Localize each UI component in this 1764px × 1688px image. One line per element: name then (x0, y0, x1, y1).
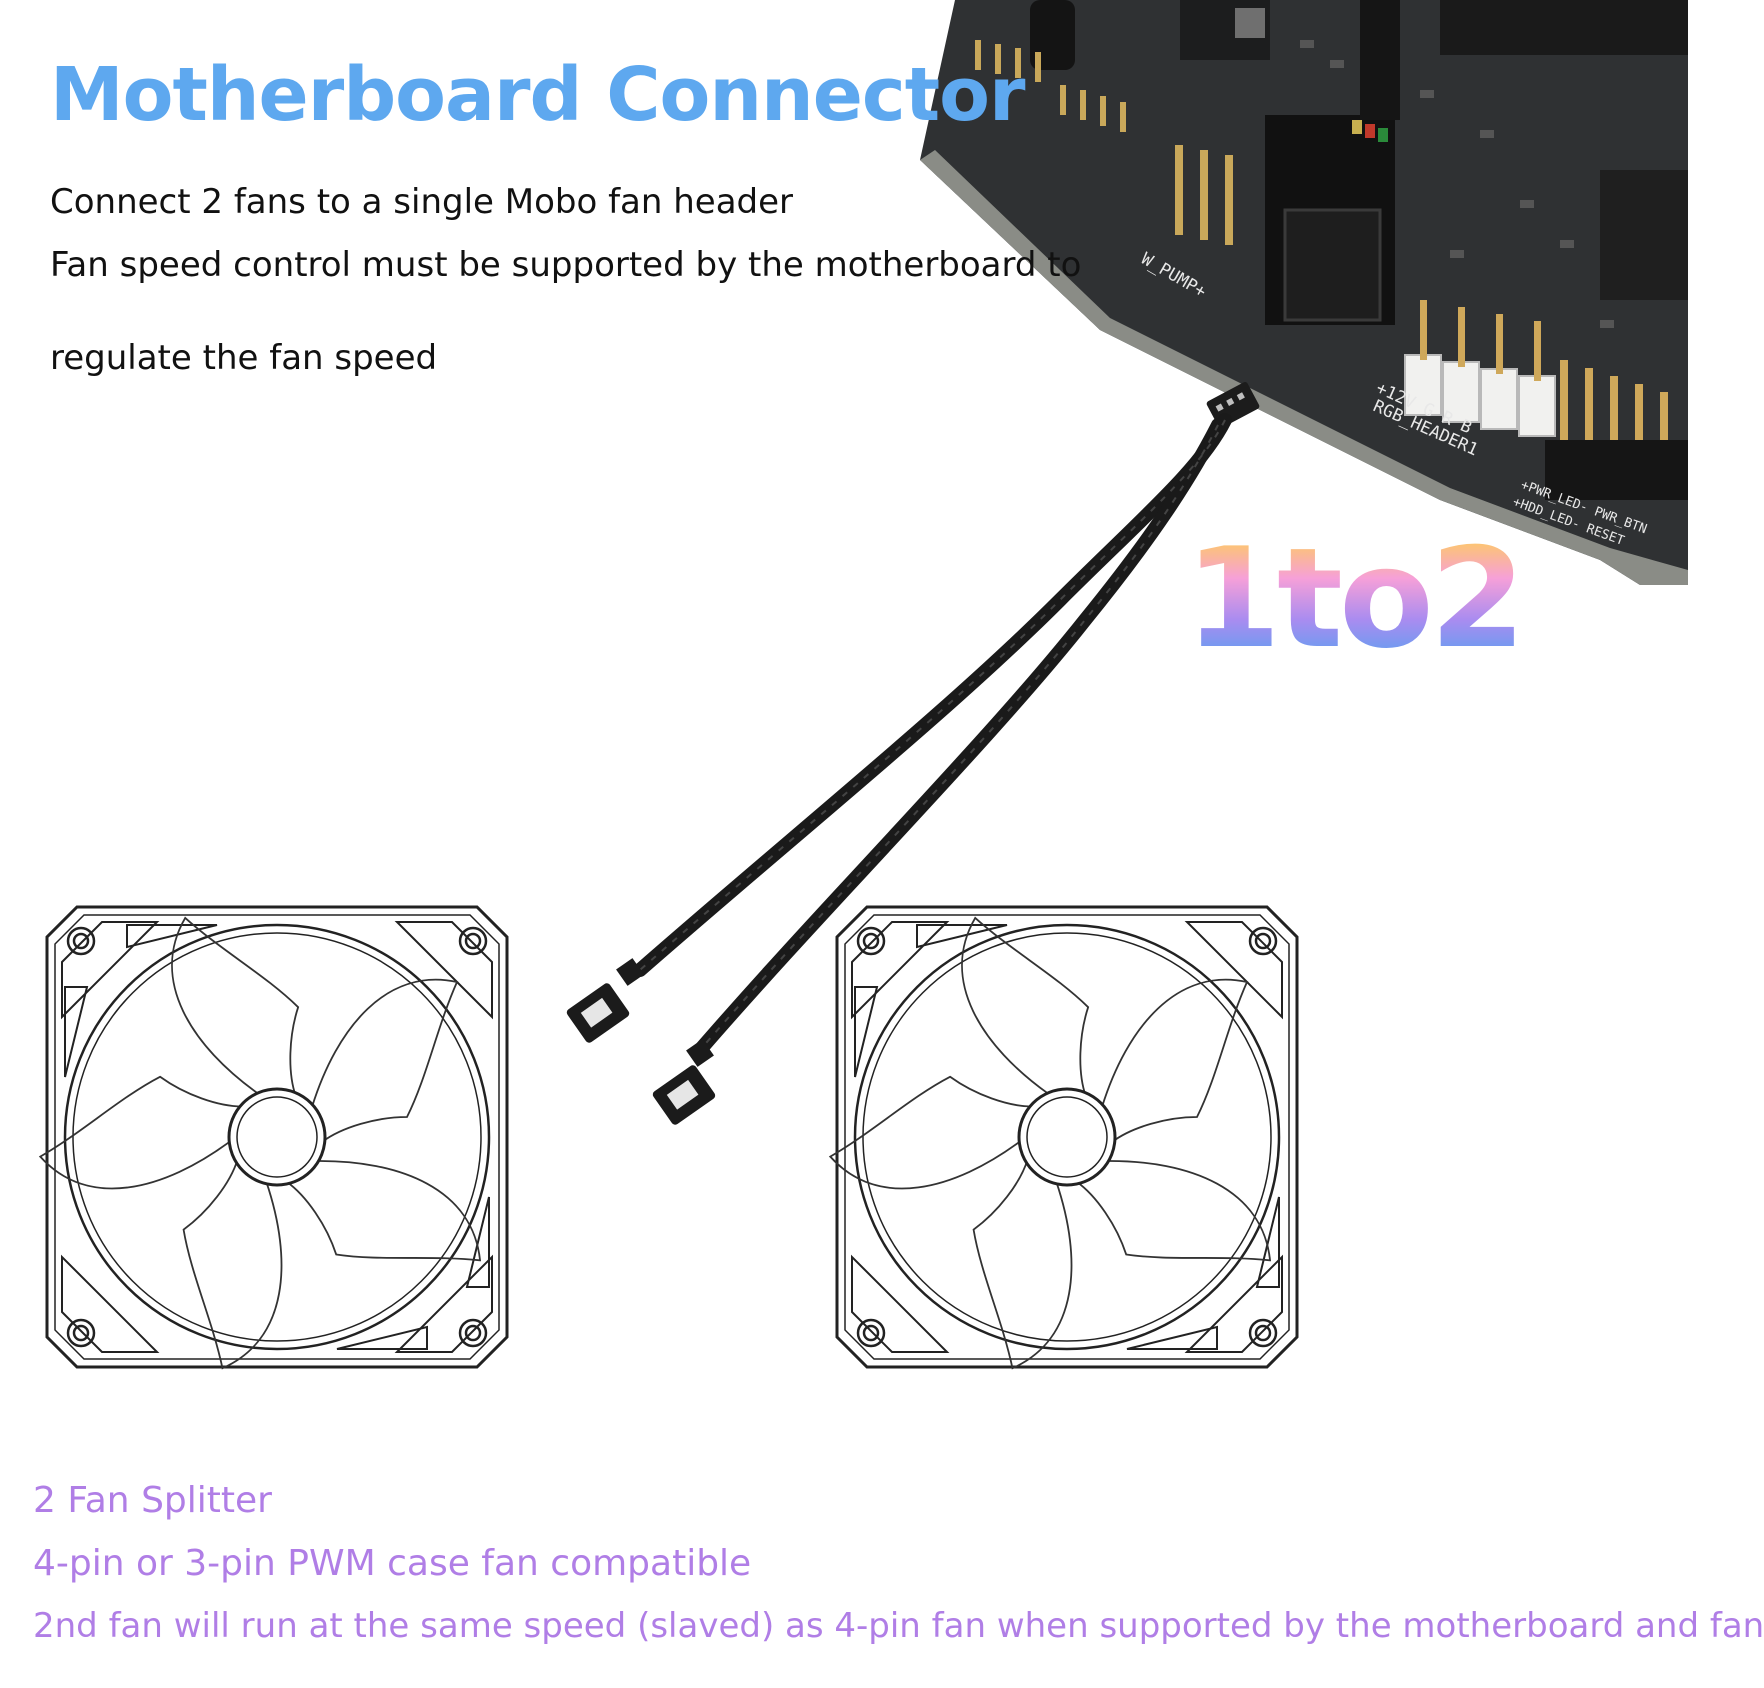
fan-icon (829, 907, 1297, 1370)
description-line-1: Connect 2 fans to a single Mobo fan head… (50, 182, 794, 222)
feature-line-3: 2nd fan will run at the same speed (slav… (33, 1606, 1764, 1646)
feature-line-1: 2 Fan Splitter (33, 1480, 272, 1521)
description-line-3: regulate the fan speed (50, 338, 438, 378)
fan-icon (39, 907, 507, 1370)
description-line-2: Fan speed control must be supported by t… (50, 245, 1082, 285)
feature-line-2: 4-pin or 3-pin PWM case fan compatible (33, 1543, 752, 1584)
splitter-cable-icon (566, 382, 1260, 1125)
page-title: Motherboard Connector (50, 52, 1025, 138)
splitter-ratio-badge: 1to2 (1185, 518, 1526, 679)
cable-fan-connector-1 (566, 958, 644, 1043)
motherboard-image: W_PUMP+ +12V G R B RGB_HEADER1 +PWR_LED-… (920, 0, 1688, 585)
cable-fan-connector-2 (652, 1039, 716, 1125)
